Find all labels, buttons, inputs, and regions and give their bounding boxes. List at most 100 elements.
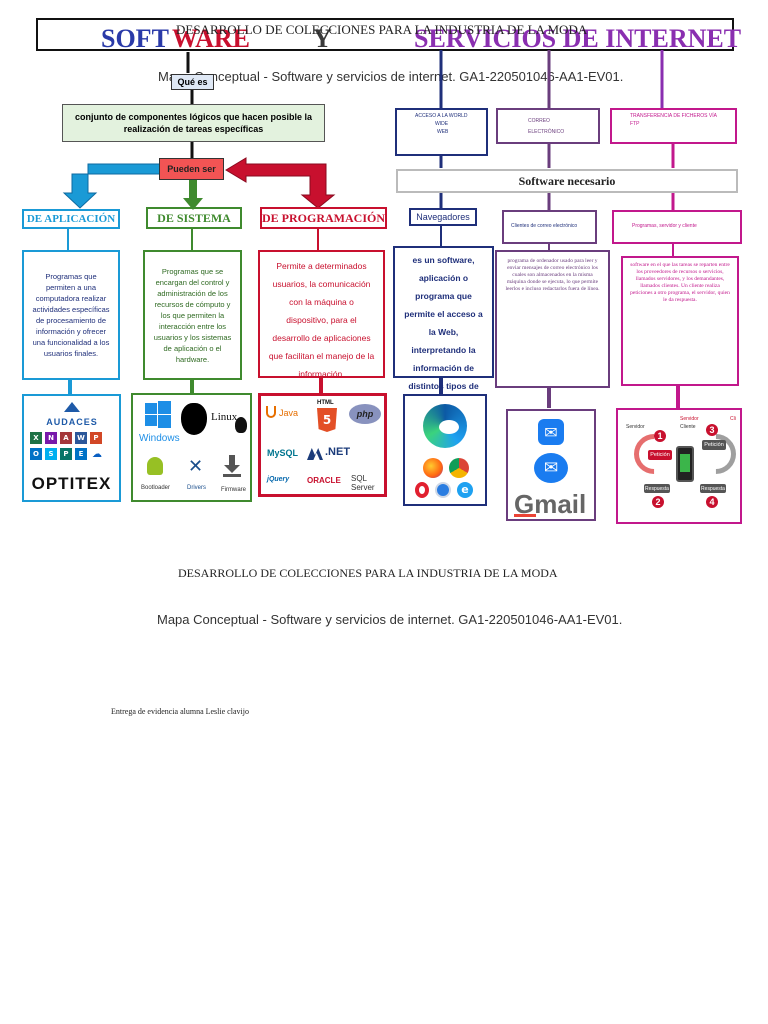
tool-correo-title: Clientes de correo electrónico (511, 223, 578, 229)
skype-icon: S (45, 448, 57, 460)
service-www-line-1: ACCESO A LA WORLD (415, 113, 468, 119)
peticion-left-chip: Petición (648, 450, 672, 460)
category-aplicacion: DE APLICACIÓN (22, 209, 120, 229)
title-overlay-text: DESARROLLO DE COLECCIONES PARA LA INDUST… (176, 22, 588, 37)
audaces-icon (64, 402, 80, 412)
safari-icon (435, 482, 451, 498)
drivers-label: Drivers (187, 485, 206, 491)
tool-navegadores-title: Navegadores (416, 212, 470, 222)
phone-icon-screen (680, 454, 690, 472)
firmware-icon (223, 455, 241, 477)
footer-credit: Entrega de evidencia alumna Leslie clavi… (111, 707, 249, 716)
desc-aplicacion-text: Programas que permiten a una computadora… (32, 272, 110, 358)
desc-servidor: software en el que las tareas se reparte… (621, 256, 739, 386)
definition-text: conjunto de componentes lógicos que hace… (74, 112, 313, 134)
peticion-right-chip: Petición (702, 440, 726, 450)
service-www-line-2: WIDE (435, 121, 449, 127)
service-ftp-line-1: TRANSFERENCIA DE FICHEROS VÍA (630, 113, 717, 119)
optitex-logo: OPTITEX (31, 474, 112, 493)
exchange-icon: E (75, 448, 87, 460)
logos-navegadores: e (403, 394, 487, 506)
firefox-icon (423, 458, 443, 478)
service-www-line-3: WEB (437, 129, 449, 135)
pueden-ser-node: Pueden ser (159, 158, 224, 180)
php-label: php (356, 409, 374, 419)
category-sistema: DE SISTEMA (146, 207, 242, 229)
tool-navegadores: Navegadores (409, 208, 477, 226)
service-ftp: TRANSFERENCIA DE FICHEROS VÍA FTP (610, 108, 737, 144)
diagram-servidor-right: Servidor (680, 416, 699, 422)
php-icon: php (349, 404, 381, 424)
category-sistema-title: DE SISTEMA (157, 210, 231, 225)
desc-sistema: Programas que se encargan del control y … (143, 250, 242, 380)
pueden-ser-label: Pueden ser (167, 164, 216, 174)
apple-icon (181, 403, 207, 435)
client-server-diagram: Servidor Cliente Servidor Cli 1 2 3 4 Pe… (616, 408, 742, 524)
desc-servidor-text: software en el que las tareas se reparte… (630, 262, 730, 303)
service-email-line-1: CORREO (528, 118, 550, 124)
android-icon (147, 457, 163, 475)
footer-heading: DESARROLLO DE COLECCIONES PARA LA INDUST… (178, 566, 558, 580)
category-programacion: DE PROGRAMACIÓN (260, 207, 387, 229)
tool-correo: Clientes de correo electrónico (502, 210, 597, 244)
java-icon (266, 406, 276, 418)
tool-servidor-cliente-title: Programas, servidor y cliente (632, 223, 697, 229)
respuesta-right-chip: Respuesta (700, 484, 726, 493)
desc-navegadores: es un software, aplicación o programa qu… (393, 246, 494, 409)
step-3-badge: 3 (706, 424, 718, 436)
desc-programacion: Permite a determinados usuarios, la comu… (258, 250, 385, 379)
oracle-label: ORACLE (307, 476, 341, 485)
title-word-y: Y (313, 24, 332, 53)
tool-servidor-cliente: Programas, servidor y cliente (612, 210, 742, 244)
audaces-logo: AUDACES (36, 402, 108, 428)
powerpoint-icon: P (90, 432, 102, 444)
logos-aplicacion: AUDACES X N A W P O S P E ☁ OPTITEX (22, 394, 121, 502)
desc-correo: programa de ordenador usado para leer y … (495, 250, 610, 388)
jquery-label: jQuery (267, 476, 290, 483)
outlook-icon: O (30, 448, 42, 460)
que-es-label: Qué es (177, 77, 208, 87)
ie-icon: e (457, 482, 473, 498)
definition-node: conjunto de componentes lógicos que hace… (62, 104, 325, 142)
word-icon: W (75, 432, 87, 444)
linux-label: Linux (211, 411, 238, 423)
desc-programacion-text: Permite a determinados usuarios, la comu… (268, 261, 375, 379)
step-4-badge: 4 (706, 496, 718, 508)
sqlserver-label: SQL Server (351, 474, 375, 492)
html5-icon: 5 (317, 408, 337, 432)
edge-icon-core (439, 420, 459, 434)
subtitle-top: Mapa Conceptual - Software y servicios d… (158, 69, 624, 84)
mail-app-icon: ✉ (538, 419, 564, 445)
access-icon: A (60, 432, 72, 444)
desc-aplicacion: Programas que permiten a una computadora… (22, 250, 120, 380)
software-necesario-node: Software necesario (396, 169, 738, 193)
mail-bubble-icon: ✉ (534, 453, 568, 483)
footer-subheading: Mapa Conceptual - Software y servicios d… (157, 612, 623, 627)
que-es-node: Qué es (171, 74, 214, 90)
service-email-line-2: ELECTRÓNICO (528, 129, 565, 135)
gmail-m-icon (514, 495, 536, 517)
step-1-badge: 1 (654, 430, 666, 442)
desc-correo-text: programa de ordenador usado para leer y … (505, 258, 600, 292)
service-www: ACCESO A LA WORLD WIDE WEB (395, 108, 488, 156)
title-word-ware: WARE (172, 24, 251, 53)
logos-sistema: Windows Linux Bootloader ✕ Drivers Firmw… (131, 393, 252, 502)
java-label: Java (279, 408, 299, 418)
excel-icon: X (30, 432, 42, 444)
title-word-soft: SOFT (101, 24, 169, 53)
desc-sistema-text: Programas que se encargan del control y … (153, 266, 232, 364)
publisher-icon: P (60, 448, 72, 460)
firmware-label: Firmware (221, 487, 246, 493)
category-programacion-title: DE PROGRAMACIÓN (262, 210, 385, 225)
windows-label: Windows (139, 433, 180, 444)
diagram-servidor-left: Servidor (626, 424, 645, 430)
title-word-servicios: SERVICIOS DE INTERNET (414, 24, 742, 53)
html-label: HTML (317, 400, 334, 406)
opera-icon (415, 482, 429, 498)
onenote-icon: N (45, 432, 57, 444)
logos-correo: ✉ ✉ Gmail (506, 409, 596, 521)
onedrive-icon: ☁ (90, 448, 104, 460)
logos-programacion: Java HTML 5 php MySQL .NET ORACLE SQL Se… (258, 393, 387, 497)
bootloader-label: Bootloader (141, 485, 171, 491)
category-aplicacion-title: DE APLICACIÓN (26, 213, 116, 225)
